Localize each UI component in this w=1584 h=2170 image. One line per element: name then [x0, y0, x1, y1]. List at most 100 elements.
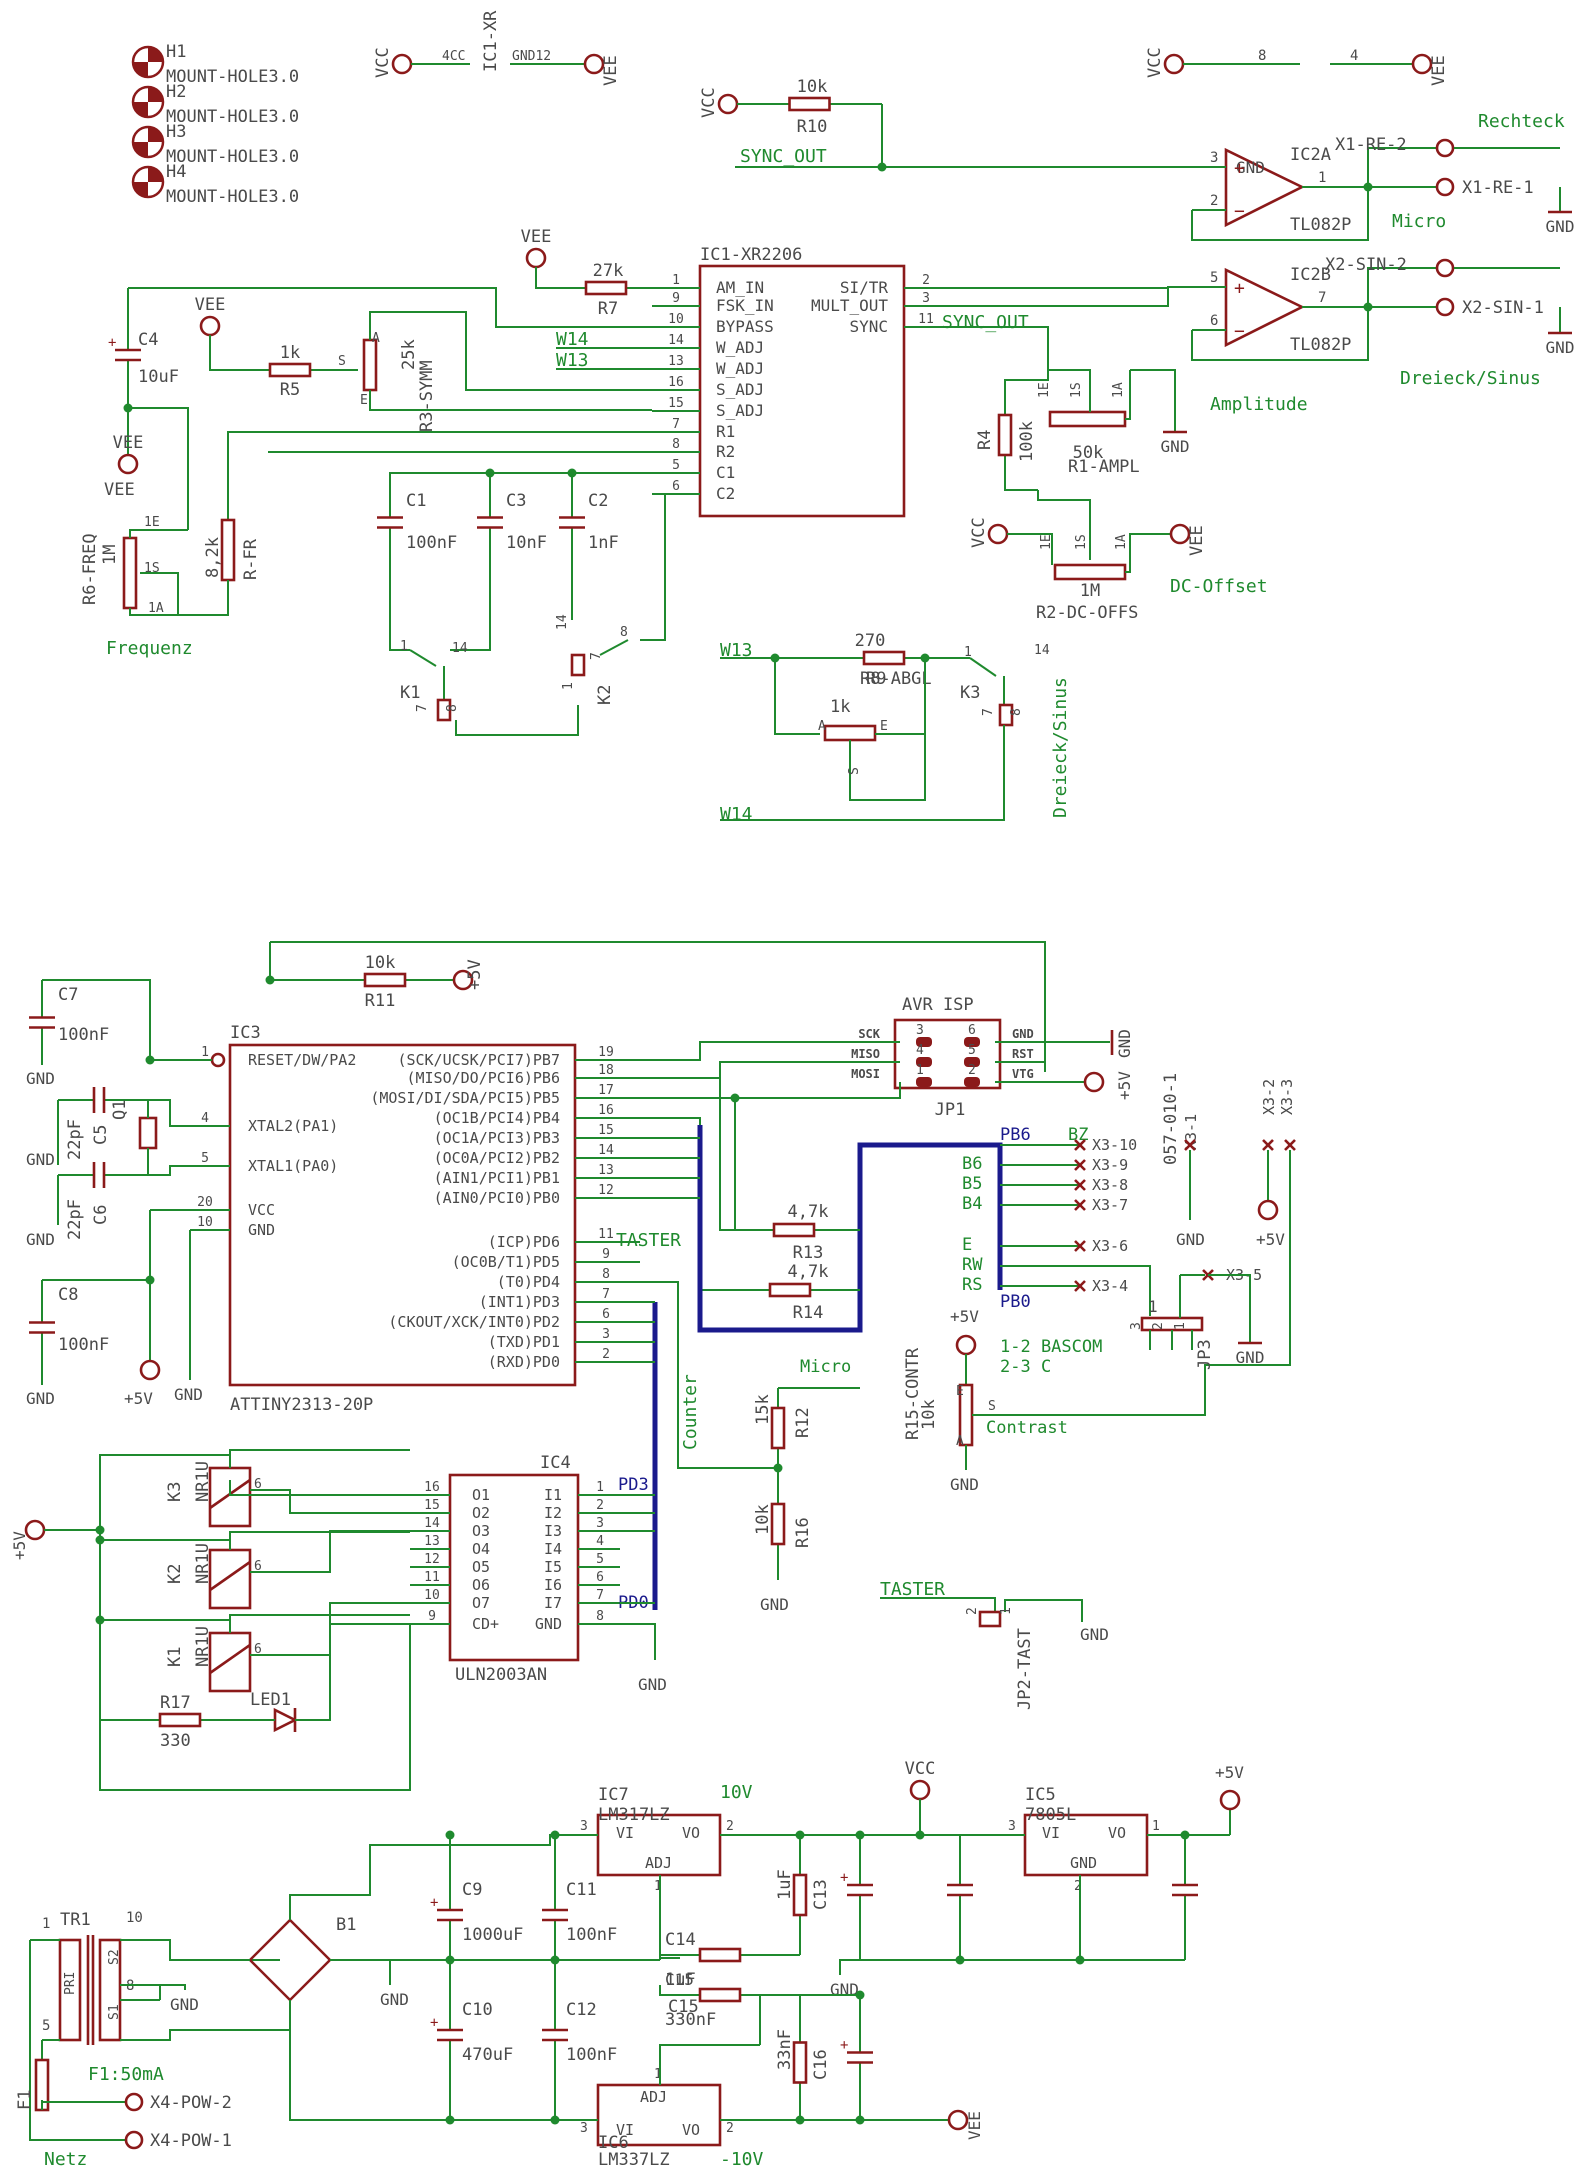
avr-isp-header [893, 1018, 1002, 1090]
c7-value: 100nF [58, 1025, 109, 1045]
wire [880, 1597, 996, 1612]
r18-ref: C13 [811, 1879, 831, 1910]
lcd-rs: RS [962, 1275, 982, 1295]
r16-resistor [770, 1502, 786, 1546]
wire [389, 540, 410, 651]
lcd-pin-label: X3-6 [1092, 1237, 1128, 1255]
mount-hole-fill [133, 167, 163, 197]
attiny-rpin-num: 3 [602, 1327, 610, 1342]
jp2-pin2: 2 [965, 1607, 980, 1615]
gnd-r15: GND [950, 1475, 979, 1494]
r5-value: 1k [280, 343, 300, 363]
uln-rpin-num: 5 [596, 1552, 604, 1567]
isp-pad [964, 1057, 980, 1067]
wire [969, 657, 997, 677]
p5v-attiny-label: +5V [124, 1389, 153, 1408]
ic5-vo: VO [1108, 1824, 1126, 1842]
r12-ref: R12 [793, 1407, 813, 1438]
r18-value: 1uF [775, 1869, 795, 1900]
r7-value: 27k [593, 261, 624, 281]
k3-pin14: 14 [1034, 643, 1050, 658]
uln-lpin-num: 10 [424, 1588, 440, 1603]
r13-value: 4,7k [788, 1202, 829, 1222]
wire [719, 1078, 748, 1231]
r3-a: A [372, 331, 380, 346]
gnd-symbol: GND [1236, 1348, 1265, 1367]
attiny-lpin-name: GND [248, 1221, 275, 1239]
r16-ref: R16 [793, 1517, 813, 1548]
r15-ref: R15-CONTR [903, 1347, 923, 1440]
uln-rpin-name: I6 [544, 1576, 562, 1594]
isp-pad [916, 1037, 932, 1047]
ic5-p3: 3 [1008, 1819, 1016, 1834]
attiny-rpin-num: 2 [602, 1347, 610, 1362]
x4-pow-2-label: X4-POW-2 [150, 2093, 232, 2113]
supply-symbol [199, 315, 221, 337]
r17-value: 330 [160, 1731, 191, 1751]
ic6-value: LM337LZ [598, 2150, 670, 2170]
lcd-pin-label: X3-10 [1092, 1136, 1137, 1154]
c11-value: 100nF [566, 1925, 617, 1945]
p5v-x3 [1257, 1199, 1279, 1221]
bascom-label: 1-2 BASCOM [1000, 1337, 1102, 1357]
lcd-pin-x [1074, 1280, 1086, 1292]
xr-vee-label: VEE [601, 55, 621, 86]
xr-lpin-name: AM_IN [716, 278, 764, 297]
uln-rpin-num: 8 [596, 1609, 604, 1624]
r9-value: 270 [855, 631, 886, 651]
gnd-attiny: GND [174, 1385, 203, 1404]
attiny-ref: IC3 [230, 1023, 261, 1043]
junction-dot [95, 1535, 105, 1545]
ic7-vo: VO [682, 1824, 700, 1842]
ic7-p2: 2 [726, 1819, 734, 1834]
k2-pin8: 8 [620, 625, 628, 640]
wire [99, 1454, 230, 1530]
xr-lpin-name: R2 [716, 442, 735, 461]
x1-re-1-label: X1-RE-1 [1462, 178, 1534, 198]
uln-lpin-num: 11 [424, 1570, 440, 1585]
xr-lpin-num: 6 [672, 479, 680, 494]
jp3-ref: JP3 [1195, 1339, 1215, 1370]
wire [640, 1061, 900, 1079]
x4-pow-1-label: X4-POW-1 [150, 2131, 232, 2151]
mount-hole-value: MOUNT-HOLE3.0 [166, 107, 299, 127]
gnd-c8: GND [26, 1389, 55, 1408]
c9-capacitor-plus: + [430, 1895, 438, 1911]
xr-rpin-name: MULT_OUT [811, 296, 888, 315]
wire [995, 1061, 1046, 1072]
attiny-rpin-num: 12 [598, 1183, 614, 1198]
wire [227, 431, 652, 520]
attiny-rpin-num: 17 [598, 1083, 614, 1098]
isp-pad [916, 1057, 932, 1067]
k1-ref: K1 [400, 683, 420, 703]
relay-value: NR1U [193, 1626, 213, 1667]
junction-dot [1075, 1955, 1085, 1965]
wire [972, 1400, 1206, 1416]
ic2a-pin1: 1 [1318, 170, 1326, 186]
c2-ref: C2 [588, 491, 608, 511]
wire [760, 1994, 801, 2005]
uln-rpin-num: 6 [596, 1570, 604, 1585]
mount-hole-value: MOUNT-HOLE3.0 [166, 67, 299, 87]
attiny-lpin-name: RESET/DW/PA2 [248, 1051, 356, 1069]
uln-rpin-num: 7 [596, 1588, 604, 1603]
ic5-value: 7805L [1025, 1805, 1076, 1825]
w13-1-label: W13 [556, 350, 589, 371]
uln-lpin-num: 15 [424, 1498, 440, 1513]
vee-ic6 [947, 2109, 969, 2131]
uln-rpin-name: I1 [544, 1486, 562, 1504]
p5v-ic5 [1219, 1789, 1241, 1811]
junction-dot [445, 1830, 455, 1840]
junction-dot [955, 1955, 965, 1965]
ic5-7805 [1023, 1813, 1149, 1877]
attiny-rpin-num: 13 [598, 1163, 614, 1178]
wire [270, 941, 1046, 1055]
uln-rpin-num: 1 [596, 1480, 604, 1495]
contrast-label: Contrast [986, 1418, 1068, 1438]
r6-1a: 1A [148, 601, 164, 616]
lcd-pin-x [1074, 1199, 1086, 1211]
ic7-adj: ADJ [645, 1854, 672, 1872]
vcc-r2 [987, 523, 1009, 545]
pb6-bus-label: PB6 [1000, 1125, 1031, 1145]
k3-contact [998, 703, 1014, 727]
